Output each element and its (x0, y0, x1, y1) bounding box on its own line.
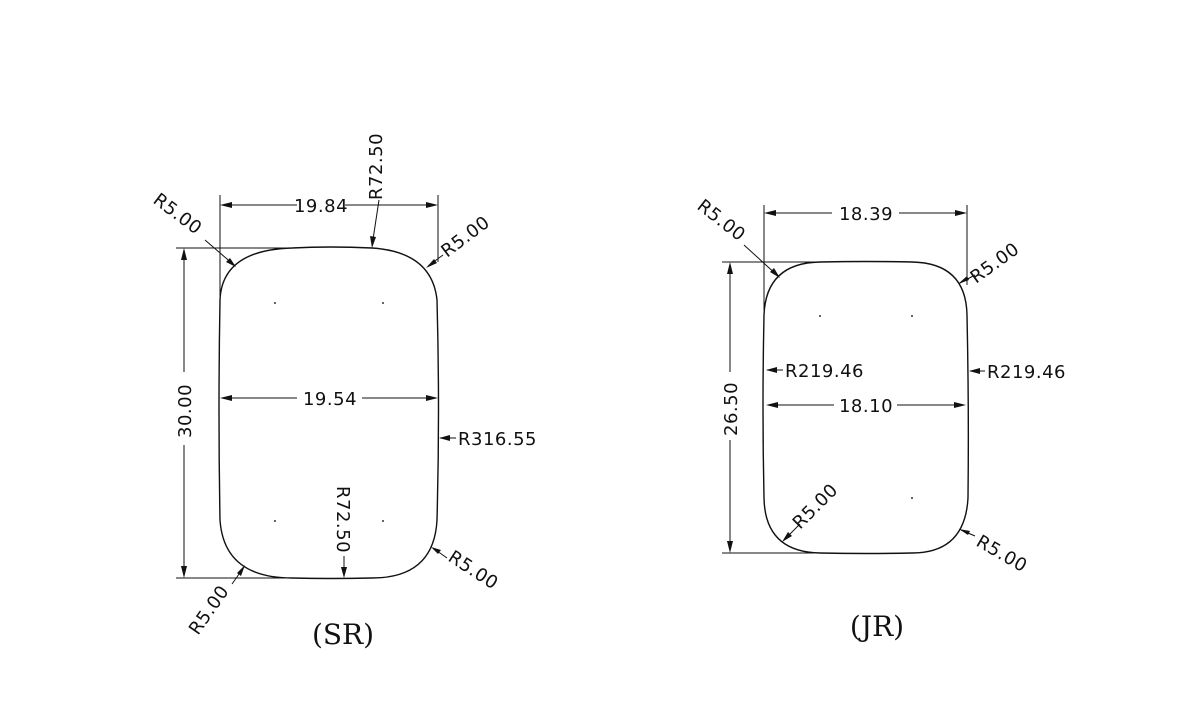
sr-mid-width-dimension: 19.54 (220, 389, 438, 410)
jr-corner-bl-dimension: R5.00 (782, 480, 842, 542)
jr-corner-tl-dimension: R5.00 (693, 195, 780, 278)
jr-height-label: 26.50 (721, 382, 742, 436)
sr-side-radius-label: R316.55 (458, 429, 537, 450)
sr-caption: (SR) (312, 618, 374, 651)
jr-corner-br-dimension: R5.00 (959, 529, 1031, 577)
sr-height-dimension: 30.00 (175, 247, 292, 579)
jr-center-mark (819, 315, 821, 317)
jr-corner-bl-label: R5.00 (789, 480, 843, 534)
sr-outline (218, 246, 440, 580)
jr-corner-tr-dimension: R5.00 (958, 239, 1024, 288)
sr-top-radius-label: R72.50 (366, 133, 387, 200)
sr-center-mark (274, 520, 276, 522)
jr-outline (762, 260, 970, 555)
sr-height-label: 30.00 (175, 384, 196, 438)
sr-drawing: 19.84 R72.50 R5.00 R5.00 30. (149, 133, 537, 651)
sr-center-mark (382, 302, 384, 304)
sr-top-radius-dimension: R72.50 (366, 133, 387, 248)
jr-corner-tr-label: R5.00 (967, 239, 1024, 288)
sr-mid-width-label: 19.54 (303, 389, 357, 410)
jr-drawing: 18.39 R5.00 R5.00 26.50 R219 (693, 195, 1066, 643)
sr-bottom-radius-label: R72.50 (332, 486, 353, 553)
sr-corner-br-dimension: R5.00 (431, 547, 502, 595)
sr-corner-br-label: R5.00 (444, 547, 502, 595)
sr-top-width-dimension: 19.84 (219, 195, 439, 300)
jr-caption: (JR) (850, 610, 904, 643)
jr-mid-width-label: 18.10 (839, 396, 893, 417)
sr-bottom-radius-dimension: R72.50 (332, 486, 353, 578)
jr-height-dimension: 26.50 (721, 261, 820, 554)
jr-corner-br-label: R5.00 (973, 531, 1031, 577)
jr-center-mark (911, 497, 913, 499)
sr-corner-bl-dimension: R5.00 (185, 565, 245, 639)
jr-side-radius-left-label: R219.46 (785, 361, 864, 382)
jr-top-width-label: 18.39 (839, 204, 893, 225)
sr-corner-tl-dimension: R5.00 (149, 189, 236, 267)
jr-side-radius-right-label: R219.46 (987, 362, 1066, 383)
jr-corner-tl-label: R5.00 (693, 195, 749, 245)
jr-top-width-dimension: 18.39 (763, 204, 968, 310)
sr-center-mark (274, 302, 276, 304)
sr-corner-tr-dimension: R5.00 (426, 212, 494, 268)
sr-corner-tl-label: R5.00 (149, 189, 206, 239)
jr-center-mark (911, 315, 913, 317)
sr-center-mark (382, 520, 384, 522)
sr-top-width-label: 19.84 (294, 196, 348, 217)
jr-mid-width-dimension: 18.10 (766, 396, 966, 417)
sr-corner-tr-label: R5.00 (437, 212, 494, 262)
jr-side-radius-right-dimension: R219.46 (969, 362, 1066, 383)
jr-side-radius-left-dimension: R219.46 (766, 361, 864, 382)
sr-corner-bl-label: R5.00 (185, 582, 234, 639)
sr-side-radius-dimension: R316.55 (439, 429, 537, 450)
